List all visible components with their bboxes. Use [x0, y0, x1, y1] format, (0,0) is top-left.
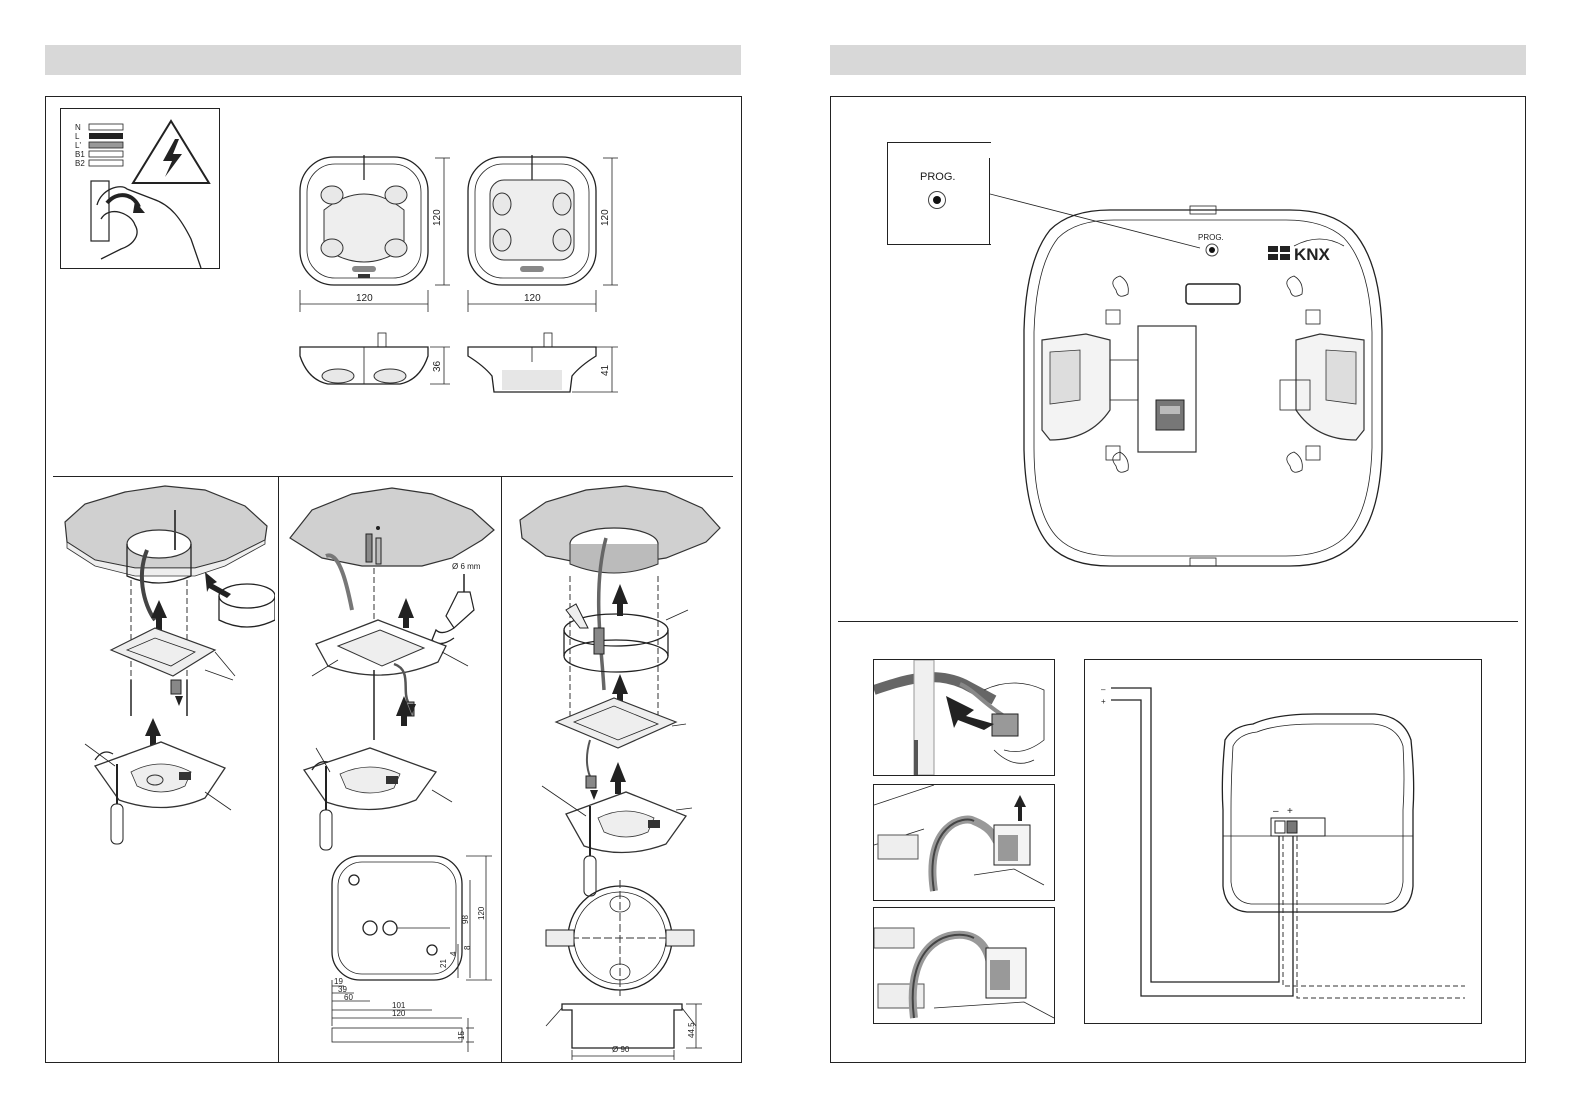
right-header-bar: [830, 45, 1526, 75]
flush-box-top-view: [546, 880, 694, 996]
front-view-b: [468, 155, 596, 285]
dim-side-a-height: 36: [432, 360, 443, 372]
bus-plus-label: +: [1101, 697, 1106, 706]
dim-front-a-height: 120: [432, 209, 443, 226]
flush-box-side-view: [546, 1004, 696, 1048]
legend-label-l: L: [75, 132, 80, 141]
prog-callout-box: PROG.: [887, 142, 991, 245]
drill-diameter-label: Ø 6 mm: [452, 562, 481, 571]
dim-side-b-height: 41: [600, 364, 611, 376]
flush-box-diameter: Ø 90: [612, 1045, 630, 1054]
cutout-depth-15: 15: [457, 1031, 466, 1040]
device-outline: [1222, 714, 1413, 912]
spring-ring: [564, 604, 668, 672]
device-prog-label: PROG.: [1198, 233, 1224, 242]
cutout-vdim-98: 98: [461, 915, 470, 924]
terminal-minus-label: –: [1273, 806, 1279, 817]
dim-front-b-width: 120: [524, 293, 541, 304]
cutout-vdim-4: 4: [449, 951, 458, 956]
install-step-2: Ø 6 mm 120 98 4 8 21 19 39 60: [282, 480, 500, 1060]
dimension-drawings: 120 120 120 120 36 41: [280, 140, 650, 410]
hand-switch-icon: [91, 181, 201, 268]
bus-minus-label: –: [1101, 685, 1106, 694]
connector-step-1: [873, 659, 1055, 776]
legend-label-b2: B2: [75, 159, 85, 168]
install-step-3: 44.5 Ø 90: [506, 480, 732, 1060]
connector-step-2: [873, 784, 1055, 901]
safety-warning-box: N L L' B1 B2: [60, 108, 220, 269]
legend-label-n: N: [75, 123, 81, 132]
legend-label-l-prime: L': [75, 141, 81, 150]
dim-front-a-width: 120: [356, 293, 373, 304]
front-view-a: [300, 155, 428, 285]
install-step-1: [55, 480, 275, 860]
flush-box-icon: [205, 572, 275, 627]
cutout-vdim-21: 21: [439, 959, 448, 968]
mounting-plate: [111, 628, 215, 676]
prog-button-icon[interactable]: [928, 191, 946, 209]
wiring-diagram-box: – + – +: [1084, 659, 1482, 1024]
left-divider-horizontal: [53, 476, 733, 477]
wiring-diagram: – + – +: [1085, 660, 1481, 1023]
cutout-vdim-120: 120: [477, 906, 486, 920]
electric-hazard-icon: [133, 121, 209, 183]
left-header-bar: [45, 45, 741, 75]
cutout-hdim-60: 60: [344, 993, 353, 1002]
side-view-b: [468, 333, 596, 392]
flush-box-depth: 44.5: [687, 1022, 696, 1038]
safety-illustration: N L L' B1 B2: [61, 109, 219, 268]
legend-label-b1: B1: [75, 150, 85, 159]
drill-icon: Ø 6 mm: [432, 562, 481, 644]
cutout-vdim-8: 8: [463, 945, 472, 950]
knx-logo-text: KNX: [1294, 245, 1331, 264]
prog-callout-label: PROG.: [920, 171, 955, 183]
dim-front-b-height: 120: [600, 209, 611, 226]
right-divider-horizontal: [838, 621, 1518, 622]
side-view-a: [300, 333, 428, 384]
ceiling-section: [290, 488, 494, 566]
left-divider-vertical-2: [501, 477, 502, 1062]
connector-step-3: [873, 907, 1055, 1024]
device-back-view: PROG. KNX: [990, 190, 1410, 590]
cutout-hdim-120: 120: [392, 1009, 406, 1018]
bus-line-plus: [1111, 700, 1293, 996]
terminal-plus-label: +: [1287, 806, 1293, 817]
left-divider-vertical-1: [278, 477, 279, 1062]
knx-logo: KNX: [1268, 239, 1344, 264]
